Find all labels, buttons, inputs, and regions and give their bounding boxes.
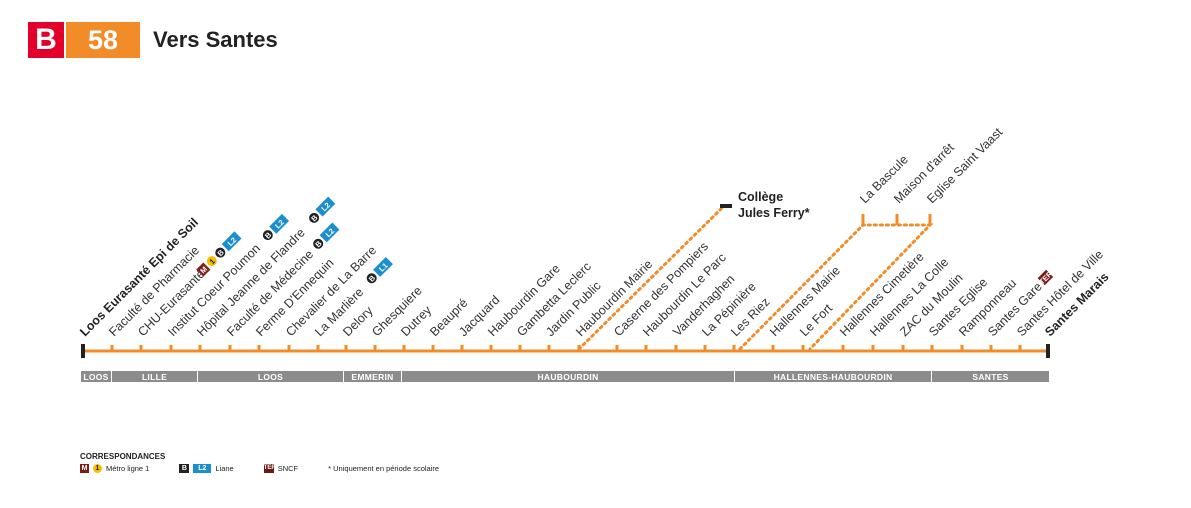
liane-l2-icon: L2 (221, 231, 242, 252)
stop-tick (373, 345, 377, 351)
stop-tick (674, 345, 678, 351)
stop-tick (1018, 345, 1022, 351)
svg-text:B: B (313, 239, 324, 250)
liane-l1-icon: L1 (373, 257, 393, 277)
bus-icon: B (366, 273, 378, 284)
sncf-icon: TER (263, 464, 276, 473)
stop-tick (139, 345, 143, 351)
metro-icon: M (80, 464, 89, 473)
metro-line-1-icon: 1 (93, 464, 102, 473)
stop-tick (703, 345, 707, 351)
legend-note: * Uniquement en période scolaire (328, 464, 440, 473)
zone-segment (932, 371, 1049, 382)
svg-text:1: 1 (207, 257, 216, 266)
bus-icon: B (309, 213, 320, 224)
school-stop-label-1: Collège (738, 190, 783, 204)
terminus-start-marker (81, 344, 85, 358)
stop-tick (901, 345, 905, 351)
zone-segment (81, 371, 111, 382)
sncf-icon: TER (1037, 269, 1054, 286)
stop-tick (316, 345, 320, 351)
liane-l2-icon: L2 (269, 213, 290, 234)
school-branch-line (577, 204, 726, 351)
zone-segment (198, 371, 343, 382)
stop-ticks (81, 204, 1050, 358)
legend-sncf-label: SNCF (277, 464, 299, 473)
legend-metro-label: Métro ligne 1 (106, 464, 150, 473)
stop-tick (344, 345, 348, 351)
network-logo: B (28, 22, 64, 58)
stop-tick (771, 345, 775, 351)
school-stop-marker (720, 204, 732, 208)
line-number-badge: 58 (66, 22, 140, 58)
stop-tick (228, 345, 232, 351)
svg-text:B: B (367, 273, 378, 284)
zone-segment (735, 371, 931, 382)
zone-segment (402, 371, 734, 382)
stop-tick (615, 345, 619, 351)
route-lines (83, 204, 1048, 353)
zone-label: SANTES (972, 372, 1008, 382)
stop-tick (871, 345, 875, 351)
bus-icon: B (262, 230, 274, 241)
stop-tick (431, 345, 435, 351)
stop-tick (287, 345, 291, 351)
stop-tick (257, 345, 261, 351)
bus-icon: B (215, 247, 227, 258)
zone-label: HALLENNES-HAUBOURDIN (774, 372, 893, 382)
zone-label: LILLE (142, 372, 167, 382)
stop-tick (928, 214, 932, 225)
liane-l2-icon: L2 (319, 222, 340, 243)
stop-tick (198, 345, 202, 351)
legend-row: M 1 Métro ligne 1 B L2 Liane TER SNCF * … (80, 464, 439, 473)
loop-branch-line (738, 223, 934, 351)
zone-bar: LOOS LILLE LOOS EMMERIN HAUBOURDIN HALLENNES-… (81, 371, 1049, 382)
stop-tick (644, 345, 648, 351)
stop-tick (801, 345, 805, 351)
zone-segment (344, 371, 401, 382)
svg-text:B: B (216, 247, 227, 258)
bus-icon: B (179, 464, 190, 473)
svg-text:B: B (309, 213, 320, 224)
liane-l2-icon: L2 (193, 464, 212, 473)
bus-icon: B (313, 239, 324, 250)
school-stop-label-2: Jules Ferry* (738, 206, 810, 220)
zone-label: HAUBOURDIN (537, 372, 598, 382)
svg-text:B: B (263, 230, 274, 241)
stop-tick (402, 345, 406, 351)
legend-liane-label: Liane (215, 464, 234, 473)
stop-tick (110, 345, 114, 351)
stop-tick (895, 214, 899, 225)
svg-text:TER: TER (1037, 269, 1054, 286)
metro-line-1-icon: 1 (206, 256, 217, 266)
legend-title: CORRESPONDANCES (80, 452, 166, 461)
stop-tick (547, 345, 551, 351)
stop-tick (577, 345, 581, 351)
stop-tick (861, 214, 865, 225)
liane-l2-icon: L2 (315, 196, 336, 217)
legend: CORRESPONDANCES M 1 Métro ligne 1 B L2 L… (80, 452, 439, 473)
svg-text:M: M (198, 265, 209, 276)
zone-label: EMMERIN (351, 372, 393, 382)
stop-tick (841, 345, 845, 351)
stop-tick (930, 345, 934, 351)
stop-tick (518, 345, 522, 351)
stop-tick (169, 345, 173, 351)
terminus-end-marker (1046, 344, 1050, 358)
stop-tick (732, 345, 736, 351)
zone-segment (112, 371, 197, 382)
stop-tick (960, 345, 964, 351)
direction-title: Vers Santes (153, 27, 278, 52)
stop-tick (989, 345, 993, 351)
zone-label: LOOS (83, 372, 108, 382)
stop-tick (460, 345, 464, 351)
zone-label: LOOS (258, 372, 283, 382)
stop-tick (489, 345, 493, 351)
